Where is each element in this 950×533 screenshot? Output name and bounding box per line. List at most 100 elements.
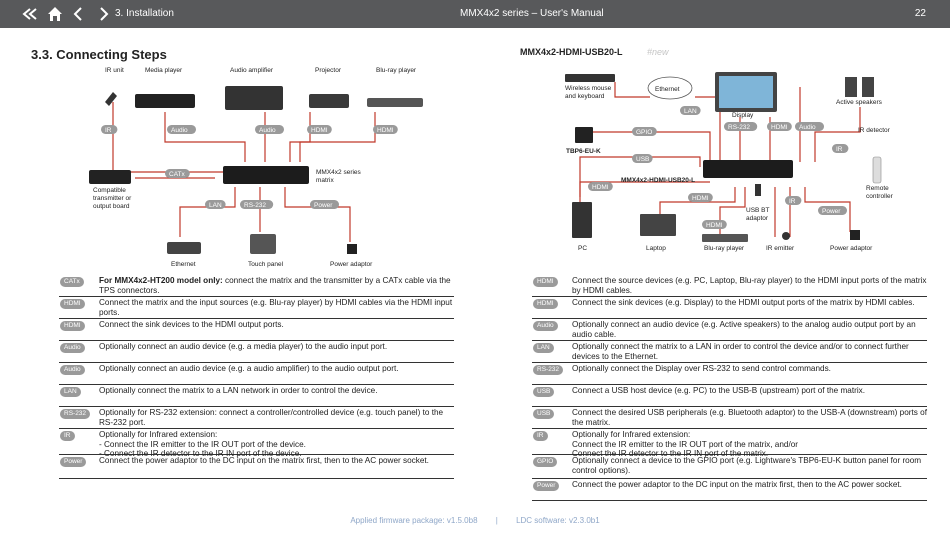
cable-label: IR: [789, 198, 796, 205]
left-connection-diagram: IR unit Media player Audio amplifier Pro…: [85, 62, 465, 272]
cable-label: HDMI: [706, 222, 723, 229]
cable-label: Audio: [799, 124, 816, 131]
cable-label: HDMI: [592, 184, 609, 191]
cable-label-pill: [632, 127, 657, 136]
cable-label-pill: [795, 122, 824, 131]
cable-label: HDMI: [771, 124, 788, 131]
step-description: Optionally connect the matrix to a LAN i…: [572, 342, 909, 361]
step-description: Connect the sink devices to the HDMI out…: [99, 320, 284, 329]
remote-icon: [872, 156, 882, 184]
device-ir-emitter: IR emitter: [766, 245, 795, 252]
right-steps-table: HDMI Connect the source devices (e.g. PC,…: [532, 275, 927, 501]
connector-badge: LAN: [533, 343, 554, 353]
step-description: Optionally connect a device to the GPIO …: [572, 456, 922, 475]
connector-badge: IR: [533, 431, 548, 441]
cable-label-pill: [373, 125, 398, 134]
step-description: Optionally connect the Display over RS-2…: [572, 364, 831, 373]
cable-label-pill: [255, 125, 284, 134]
cable-label-pill: [832, 144, 849, 153]
cable-label: USB: [636, 156, 649, 163]
cable-label: IR: [105, 127, 112, 134]
left-step-row: Audio Optionally connect an audio device …: [59, 341, 454, 363]
back-all-icon[interactable]: [22, 5, 40, 23]
cable-label: IR: [836, 146, 843, 153]
device-blu-ray: Blu-ray player: [376, 67, 417, 74]
device-ethernet: Ethernet: [655, 86, 680, 93]
laptop-icon: [640, 214, 676, 236]
connector-badge: HDMI: [60, 299, 85, 309]
ir-emitter-icon: [782, 232, 790, 240]
connector-badge: LAN: [60, 387, 81, 397]
chevron-right-icon[interactable]: [94, 5, 112, 23]
step-description: Optionally connect an audio device (e.g.…: [99, 342, 388, 351]
device-laptop: Laptop: [646, 245, 666, 252]
chevron-left-icon[interactable]: [70, 5, 88, 23]
step-description: Connect the source devices (e.g. PC, Lap…: [572, 276, 927, 295]
cable-label-pill: [724, 122, 758, 131]
matrix-icon: [223, 166, 309, 184]
footer-separator: |: [495, 516, 498, 525]
device-ir-unit: IR unit: [105, 67, 124, 74]
left-step-row: CATx For MMX4x2-HT200 model only: connect…: [59, 275, 454, 297]
cable-label-pill: [680, 106, 701, 115]
power-adaptor-icon: [347, 244, 357, 254]
device-power-adaptor: Power adaptor: [830, 245, 873, 252]
step-description: Connect the power adaptor to the DC inpu…: [99, 456, 429, 465]
left-steps-table: CATx For MMX4x2-HT200 model only: connect…: [59, 275, 454, 479]
connector-badge: Audio: [60, 365, 85, 375]
step-description: Optionally for RS-232 extension: connect…: [99, 408, 444, 427]
connector-badge: RS-232: [533, 365, 564, 375]
connector-badge: CATx: [60, 277, 84, 287]
keyboard-icon: [565, 74, 615, 82]
cable-label: CATx: [169, 171, 186, 178]
pc-icon: [572, 202, 592, 238]
connector-badge: HDMI: [533, 299, 558, 309]
cable-label-pill: [165, 169, 190, 178]
footer: Applied firmware package: v1.5.0b8 | LDC…: [0, 516, 950, 525]
ethernet-cloud-icon: [647, 76, 693, 100]
step-description: For MMX4x2-HT200 model only: connect the…: [99, 276, 451, 295]
step-description: Connect the desired USB peripherals (e.g…: [572, 408, 927, 427]
media-player-icon: [135, 94, 195, 108]
ldc-link[interactable]: LDC software: v2.3.0b1: [516, 516, 600, 525]
matrix-device-icon: [703, 160, 793, 178]
cable-label: HDMI: [311, 127, 328, 134]
right-step-row: RS-232 Optionally connect the Display ove…: [532, 363, 927, 385]
step-description: Connect the power adaptor to the DC inpu…: [572, 480, 902, 489]
top-bar: 3. Installation MMX4x2 series – User's M…: [0, 0, 950, 28]
manual-title: MMX4x2 series – User's Manual: [460, 8, 604, 19]
home-icon[interactable]: [46, 5, 64, 23]
cable-label: Audio: [171, 127, 188, 134]
cable-label-pill: [167, 125, 196, 134]
cable-label-pill: [767, 122, 792, 131]
step-description: Optionally for Infrared extension: Conne…: [572, 430, 799, 459]
device-audio-amplifier: Audio amplifier: [230, 67, 274, 74]
cable-label-pill: [702, 220, 727, 229]
cable-label-pill: [632, 154, 653, 163]
connector-badge: Audio: [60, 343, 85, 353]
audio-amplifier-icon: [225, 86, 283, 110]
device-ethernet: Ethernet: [171, 261, 196, 268]
cable-label-pill: [588, 182, 613, 191]
connector-badge: USB: [533, 409, 555, 419]
firmware-link[interactable]: Applied firmware package: v1.5.0b8: [350, 516, 478, 525]
cable-label: LAN: [209, 202, 222, 209]
button-panel-icon: [575, 127, 593, 143]
speaker-icon: [845, 77, 857, 97]
cable-label: HDMI: [377, 127, 394, 134]
cable-label: HDMI: [692, 195, 709, 202]
